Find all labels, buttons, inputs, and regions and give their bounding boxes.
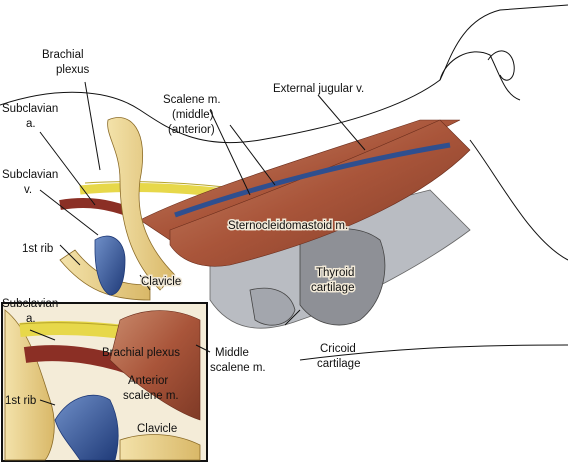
clavicle bbox=[107, 117, 176, 291]
label-cricoid-2: cartilage bbox=[317, 358, 360, 370]
label-cricoid-1: Cricoid bbox=[320, 343, 356, 355]
inset-label-subclavian-a-1: Subclavian bbox=[2, 298, 58, 310]
label-clavicle: Clavicle bbox=[141, 276, 181, 288]
inset-scalene bbox=[109, 310, 201, 421]
inset-panel bbox=[1, 302, 208, 462]
label-subclavian-v-1: Subclavian bbox=[2, 169, 58, 181]
inset-clavicle bbox=[119, 434, 201, 461]
label-brachial-plexus-2: plexus bbox=[56, 64, 89, 76]
label-scalene-2: (middle) bbox=[172, 109, 214, 121]
label-subclavian-a-2: a. bbox=[26, 118, 36, 130]
neck-outline bbox=[469, 139, 568, 261]
label-subclavian-a-1: Subclavian bbox=[2, 103, 58, 115]
thyroid-cartilage bbox=[299, 228, 386, 326]
label-external-jugular: External jugular v. bbox=[273, 83, 364, 95]
ear bbox=[487, 50, 515, 81]
subclavian-vein bbox=[94, 235, 126, 296]
label-thyroid-1: Thyroid bbox=[316, 267, 354, 279]
cricoid-cartilage bbox=[249, 287, 296, 326]
label-first-rib: 1st rib bbox=[22, 243, 53, 255]
inset-label-first-rib: 1st rib bbox=[5, 395, 36, 407]
inset-label-anterior-scalene-2: scalene m. bbox=[123, 390, 179, 402]
inset-label-brachial-plexus: Brachial plexus bbox=[102, 347, 180, 359]
inset-label-anterior-scalene-1: Anterior bbox=[128, 375, 168, 387]
label-sternocleidomastoid: Sternocleidomastoid m. bbox=[228, 220, 348, 232]
label-brachial-plexus-1: Brachial bbox=[42, 49, 84, 61]
label-scalene-1: Scalene m. bbox=[163, 94, 221, 106]
inset-subclavian-vein bbox=[54, 394, 119, 461]
jaw-outline bbox=[439, 51, 521, 101]
inset-label-middle-scalene-2: scalene m. bbox=[210, 362, 266, 374]
first-rib bbox=[59, 249, 151, 301]
external-jugular-vein bbox=[174, 142, 451, 218]
inset-label-subclavian-a-2: a. bbox=[26, 313, 36, 325]
label-subclavian-v-2: v. bbox=[24, 184, 32, 196]
body-outline bbox=[0, 4, 568, 144]
label-thyroid-2: cartilage bbox=[311, 282, 354, 294]
chest-outline bbox=[299, 344, 568, 361]
inset-label-middle-scalene-1: Middle bbox=[215, 347, 249, 359]
label-scalene-3: (anterior) bbox=[168, 124, 215, 136]
inset-label-clavicle: Clavicle bbox=[137, 423, 177, 435]
